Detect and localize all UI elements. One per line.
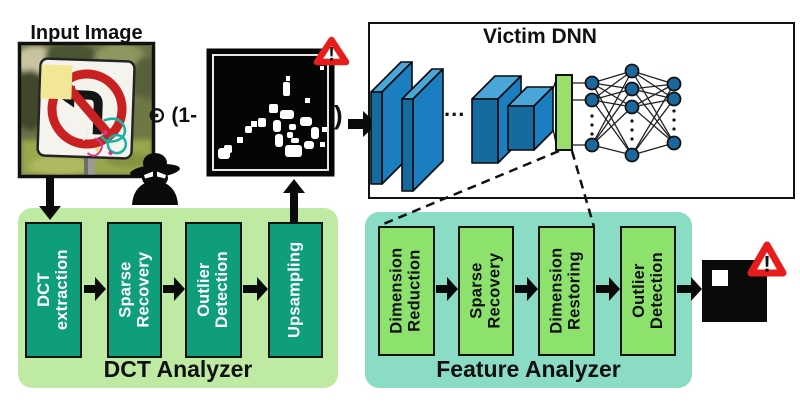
warning-mark: ! [328,45,334,66]
stage-label: Reduction [405,249,424,333]
stage-label: Outlier [194,262,213,318]
stage-label: Dimension [547,247,566,335]
arrow-mask-to-dnn [348,111,377,137]
spy-icon [130,153,180,205]
fc-feature-layer [555,74,573,151]
prohibition-ring [47,69,127,149]
stage-label: Dimension [387,247,406,335]
warning-icon-mask: ! [313,36,350,66]
stage-label: Detection [212,251,231,329]
warning-icon-output: ! [747,241,787,277]
feature-analyzer-title: Feature Analyzer [436,356,621,382]
warning-mark: ! [763,252,770,277]
arrow-image-to-dct [39,178,61,220]
stage-upsampling: Upsampling [268,222,323,358]
stage-label: Sparse [467,262,486,320]
arrow-upsampling-to-mask [283,179,305,224]
adversarial-patch [40,64,73,100]
input-image-title: Input Image [30,22,143,44]
nn-vertical-dots [590,109,676,141]
stage-label: Sparse [115,261,134,319]
mask-blobs [218,66,327,159]
sign-post [84,146,95,175]
elementwise-product-expression: ⊙ (1- [148,104,198,127]
stage-label: Upsampling [285,241,304,339]
adversarial-no-left-turn-sign [36,57,136,160]
victim-dnn-title: Victim DNN [483,25,597,48]
feature-zoom-dashed-lines [380,149,596,228]
stage-label: Detection [647,252,666,330]
dct-analyzer-title: DCT Analyzer [103,356,253,382]
pipeline-arrows [84,277,702,301]
left-turn-arrow [74,90,103,135]
stage-label: Outlier [629,263,648,319]
nn-nodes [584,63,682,163]
stage-label: Recovery [485,253,503,329]
input-photo [17,41,156,179]
stage-label: Restoring [565,251,584,331]
adversarial-scribbles [82,117,128,157]
stage-label: DCT [34,272,53,308]
conv-layers [370,61,558,192]
stage-label: extraction [52,249,71,331]
close-paren: ) [334,100,343,130]
mask-image [206,48,335,177]
stage-label: Recovery [133,252,152,328]
conv-layers-ellipsis: ... [444,96,466,121]
